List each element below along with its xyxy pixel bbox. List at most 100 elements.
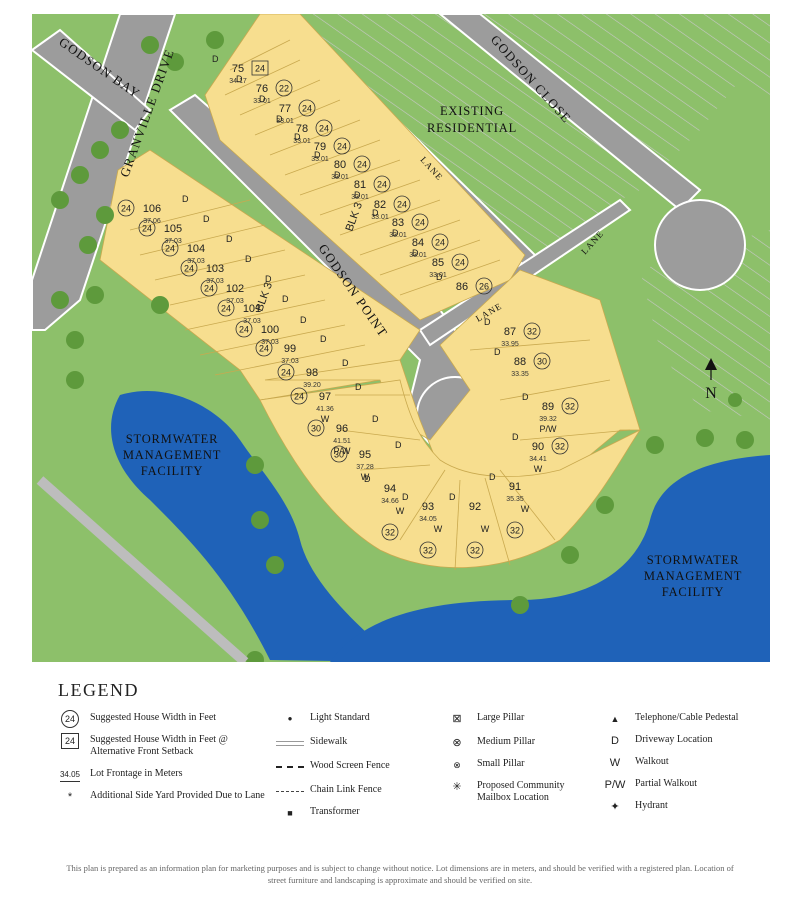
sidewalk — [36, 476, 249, 662]
house-width-value: 32 — [565, 402, 575, 412]
house-width-circle-icon — [138, 219, 156, 237]
chain-fence-icon — [270, 784, 310, 798]
light-standard-icon: ● — [287, 714, 293, 723]
lot-number: 105 — [164, 223, 182, 235]
house-width-circle-icon — [451, 253, 469, 271]
driveway-marker: D — [259, 94, 266, 104]
lot-frontage: 33.01 — [311, 156, 329, 163]
lot-number: 84 — [412, 237, 424, 249]
house-width-circle-icon — [419, 541, 437, 559]
house-width-value: 24 — [184, 264, 194, 274]
lot-number: 106 — [143, 203, 161, 215]
house-width-circle-icon — [315, 119, 333, 137]
house-width-circle-icon — [307, 419, 325, 437]
driveway-marker: D — [282, 294, 289, 304]
house-width-value: 24 — [415, 218, 425, 228]
legend-house-width-alt: 24 Suggested House Width in Feet @ Alter… — [50, 733, 270, 758]
driveway-marker: D — [314, 150, 321, 160]
sidewalk-icon — [270, 736, 310, 750]
house-width-circle-icon — [431, 233, 449, 251]
lot-number: 75 — [232, 63, 244, 75]
lot-frontage: 37.03 — [164, 238, 182, 245]
walkout-marker: W — [434, 524, 443, 534]
house-width-circle-icon — [298, 99, 316, 117]
driveway-marker: D — [436, 272, 443, 282]
driveway-marker: D — [372, 208, 379, 218]
lots — [99, 14, 642, 568]
legend-wood-fence: Wood Screen Fence — [270, 760, 440, 774]
lot-frontage: 34.66 — [381, 498, 399, 505]
driveway-marker: D — [522, 392, 529, 402]
house-width-circle-icon — [275, 79, 293, 97]
house-width-value: 24 — [435, 238, 445, 248]
disclaimer: This plan is prepared as an information … — [66, 863, 734, 885]
lot-number: 76 — [256, 83, 268, 95]
site-plan-map: GODSON BAY GRANVILLE DRIVE GODSON POINT … — [32, 14, 770, 662]
driveway-marker: D — [354, 190, 361, 200]
walkout-marker: W — [396, 506, 405, 516]
legend-large-pillar: ⊠ Large Pillar — [437, 712, 587, 726]
lot-number: 87 — [504, 326, 516, 338]
legend-lot-frontage: 34.05 Lot Frontage in Meters — [50, 768, 270, 782]
legend-walkout: W Walkout — [595, 756, 795, 770]
house-width-circle-icon — [475, 277, 493, 295]
lot-frontage: 37.03 — [281, 358, 299, 365]
driveway-marker: D — [392, 228, 399, 238]
driveway-marker: D — [355, 382, 362, 392]
lot-number: 86 — [456, 281, 468, 293]
legend-telephone: ▲ Telephone/Cable Pedestal — [595, 712, 795, 726]
lot-frontage: 33.35 — [511, 371, 529, 378]
lot-number: 95 — [359, 449, 371, 461]
legend: LEGEND 24 Suggested House Width in Feet … — [0, 670, 800, 900]
house-width-circle-icon — [180, 259, 198, 277]
house-width-circle-icon — [466, 541, 484, 559]
legend-medium-pillar: ⊗ Medium Pillar — [437, 736, 587, 750]
house-width-value: 24 — [259, 344, 269, 354]
existing-residential-line2: RESIDENTIAL — [427, 121, 517, 135]
walkout-marker: P/W — [334, 446, 352, 456]
lot-number: 88 — [514, 356, 526, 368]
lot-number: 100 — [261, 324, 279, 336]
driveway-marker: D — [212, 54, 219, 64]
small-pillar-icon: ⊗ — [453, 760, 461, 770]
house-width-value: 24 — [294, 392, 304, 402]
driveway-marker: D — [245, 254, 252, 264]
lot-number: 94 — [384, 483, 396, 495]
house-width-circle-icon — [333, 137, 351, 155]
hydrant-icon: ✦ — [610, 801, 620, 813]
house-width-circle-icon — [290, 387, 308, 405]
stormwater-right-line1: STORMWATER — [647, 553, 740, 567]
lot-frontage: 37.28 — [356, 464, 374, 471]
legend-light-standard: ● Light Standard — [270, 712, 440, 726]
lot-number: 102 — [226, 283, 244, 295]
legend-chain-fence: Chain Link Fence — [270, 784, 440, 798]
house-width-value: 30 — [537, 357, 547, 367]
house-width-value: 24 — [165, 244, 175, 254]
lot-lines — [129, 39, 631, 571]
house-width-value: 24 — [302, 104, 312, 114]
house-width-value: 32 — [423, 546, 433, 556]
driveway-marker: D — [182, 194, 189, 204]
driveway-marker: D — [412, 248, 419, 258]
house-width-circle-icon — [200, 279, 218, 297]
driveway-marker: D — [512, 432, 519, 442]
legend-mailbox: ✳ Proposed Community Mailbox Location — [437, 780, 587, 804]
lot-frontage: 34.05 — [419, 516, 437, 523]
house-width-circle-icon — [217, 299, 235, 317]
legend-house-width: 24 Suggested House Width in Feet — [50, 710, 270, 728]
lot-number: 99 — [284, 343, 296, 355]
walkout-icon: W — [609, 757, 621, 769]
lot-number: 90 — [532, 441, 544, 453]
house-width-value: 24 — [121, 204, 131, 214]
